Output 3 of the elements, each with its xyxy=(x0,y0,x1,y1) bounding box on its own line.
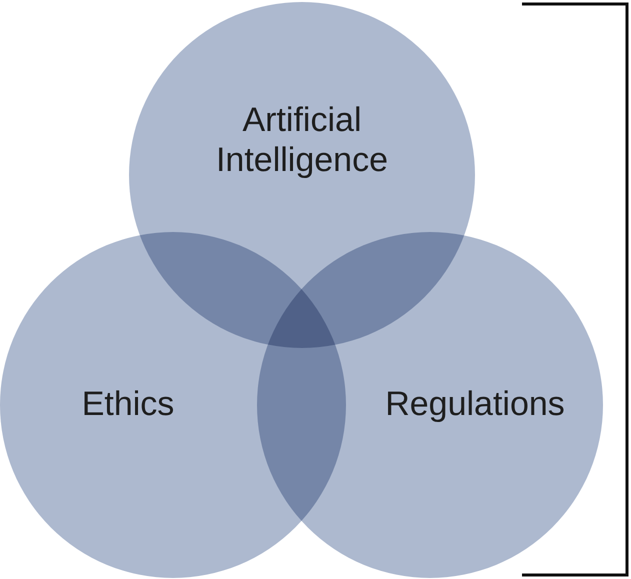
circle-label: Regulations xyxy=(384,384,566,424)
circle-label: Ethics xyxy=(80,384,176,424)
circle-label: Artificial Intelligence xyxy=(214,100,389,180)
